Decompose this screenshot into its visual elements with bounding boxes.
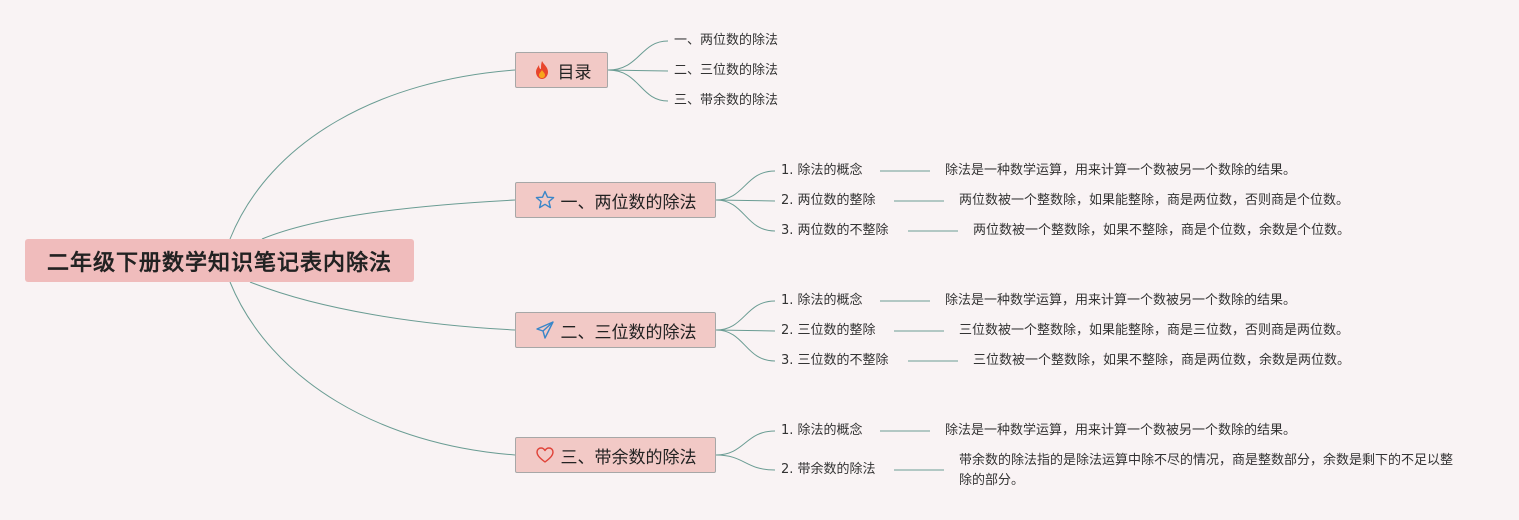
topic-description: 除法是一种数学运算，用来计算一个数被另一个数除的结果。 <box>945 293 1297 308</box>
heart-icon <box>535 445 555 465</box>
root-title: 二年级下册数学知识笔记表内除法 <box>46 250 392 276</box>
toc-item[interactable]: 一、两位数的除法 <box>674 33 779 48</box>
toc-item[interactable]: 三、带余数的除法 <box>674 93 779 108</box>
topic-item[interactable]: 3. 三位数的不整除 <box>781 353 889 368</box>
topic-item[interactable]: 3. 两位数的不整除 <box>781 223 889 238</box>
topic-description: 带余数的除法指的是除法运算中除不尽的情况，商是整数部分，余数是剩下的不足以整除的… <box>959 453 1454 488</box>
paper-plane-icon <box>535 320 555 340</box>
topic-item[interactable]: 1. 除法的概念 <box>781 293 863 308</box>
branch-three-digit-division[interactable]: 二、三位数的除法 <box>515 312 716 348</box>
branch-label: 一、两位数的除法 <box>560 192 697 213</box>
topic-description: 两位数被一个整数除，如果不整除，商是个位数，余数是个位数。 <box>973 223 1351 238</box>
topic-description: 除法是一种数学运算，用来计算一个数被另一个数除的结果。 <box>945 163 1297 178</box>
topic-item[interactable]: 1. 除法的概念 <box>781 163 863 178</box>
root-topic[interactable]: 二年级下册数学知识笔记表内除法 <box>25 239 414 282</box>
fire-icon <box>532 60 552 80</box>
topic-item[interactable]: 2. 两位数的整除 <box>781 193 876 208</box>
topic-description: 两位数被一个整数除，如果能整除，商是两位数，否则商是个位数。 <box>959 193 1350 208</box>
topic-item[interactable]: 2. 带余数的除法 <box>781 462 876 477</box>
topic-description: 三位数被一个整数除，如果能整除，商是三位数，否则商是两位数。 <box>959 323 1350 338</box>
branch-toc-label: 目录 <box>557 62 592 83</box>
branch-label: 二、三位数的除法 <box>560 322 697 343</box>
toc-item[interactable]: 二、三位数的除法 <box>674 63 779 78</box>
branch-label: 三、带余数的除法 <box>560 447 697 468</box>
topic-item[interactable]: 1. 除法的概念 <box>781 423 863 438</box>
branch-division-with-remainder[interactable]: 三、带余数的除法 <box>515 437 716 473</box>
branch-toc[interactable]: 目录 <box>515 52 608 88</box>
star-icon <box>535 190 555 210</box>
branch-two-digit-division[interactable]: 一、两位数的除法 <box>515 182 716 218</box>
topic-description: 除法是一种数学运算，用来计算一个数被另一个数除的结果。 <box>945 423 1297 438</box>
topic-description: 三位数被一个整数除，如果不整除，商是两位数，余数是两位数。 <box>973 353 1351 368</box>
topic-item[interactable]: 2. 三位数的整除 <box>781 323 876 338</box>
